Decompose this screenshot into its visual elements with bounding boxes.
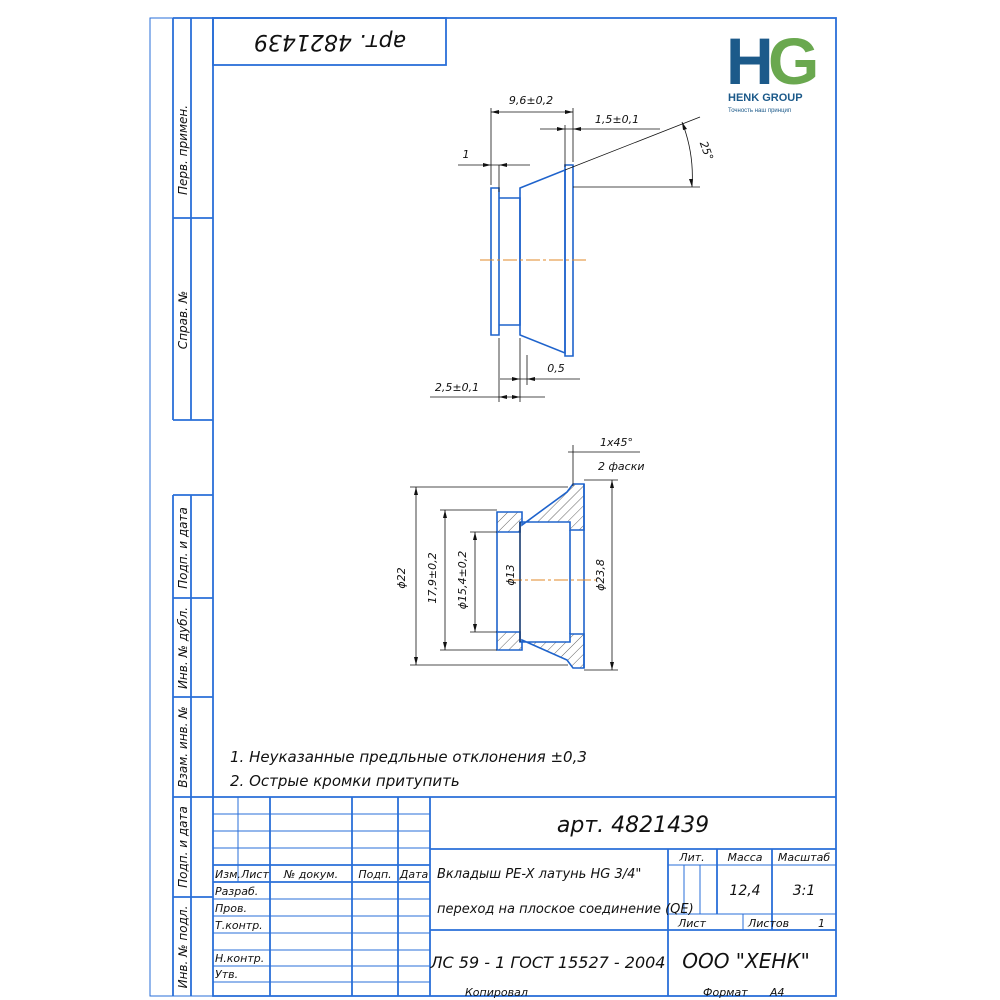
- masshtab-label: Масштаб: [778, 851, 830, 864]
- label-vzam-inv: Взам. инв. №: [176, 706, 190, 787]
- dim-d23-8: ϕ23,8: [594, 559, 607, 591]
- technical-notes: 1. Неуказанные предльные отклонения ±0,3…: [230, 748, 587, 790]
- logo-tagline: Точность наш принцип: [728, 108, 791, 114]
- dim-flange-thickness: 1,5±0,1: [595, 113, 639, 126]
- title-block: Изм. Лист № докум. Подп. Дата Разраб. Пр…: [213, 796, 836, 996]
- massa-value: 12,4: [729, 883, 760, 899]
- row-utv: Утв.: [215, 968, 238, 981]
- chamfer-count: 2 фаски: [598, 460, 644, 473]
- side-labels: Перв. примен. Справ. № Подп. и дата Инв.…: [176, 105, 190, 988]
- section-upper-wall: [496, 483, 585, 533]
- logo-letter-g: G: [768, 24, 819, 98]
- listov-label: Листов: [747, 917, 789, 930]
- col-izm: Изм.: [215, 868, 241, 881]
- label-inv-dubl: Инв. № дубл.: [176, 607, 190, 689]
- logo-company-name: HENK GROUP: [728, 92, 803, 104]
- footer-format-value: A4: [769, 986, 785, 999]
- dim-d22: ϕ22: [395, 567, 408, 588]
- label-sprav-no: Справ. №: [176, 291, 190, 349]
- label-podp-data-bottom: Подп. и дата: [176, 806, 190, 888]
- logo-letter-h: H: [726, 24, 774, 98]
- dim-d15-4: ϕ15,4±0,2: [456, 551, 469, 609]
- company-logo: H G HENK GROUP Точность наш принцип: [726, 24, 819, 114]
- massa-label: Масса: [727, 851, 762, 864]
- label-inv-podl: Инв. № подл.: [176, 906, 190, 989]
- sheet-frame: [149, 17, 837, 997]
- dim-step: 0,5: [547, 362, 565, 375]
- row-nkontr: Н.контр.: [215, 952, 264, 965]
- dim-d13: ϕ13: [504, 564, 517, 585]
- row-tkontr: Т.контр.: [215, 919, 263, 932]
- list-label: Лист: [677, 917, 706, 930]
- top-view: 9,6±0,2 1,5±0,1 1 25° 2,5±0,1 0,5: [430, 94, 716, 402]
- article-title: арт. 4821439: [557, 813, 709, 838]
- dim-flange-1: 1: [463, 148, 470, 161]
- article-rotated-text: арт. 4821439: [254, 29, 406, 54]
- footer-kopiroval: Копировал: [465, 986, 528, 999]
- organization: ООО "ХЕНК": [682, 949, 810, 973]
- article-box-rotated: арт. 4821439: [212, 17, 447, 66]
- top-view-neck: [499, 197, 521, 326]
- top-view-flange-right: [564, 164, 574, 357]
- listov-value: 1: [818, 917, 825, 930]
- row-prov: Пров.: [215, 902, 247, 915]
- masshtab-value: 3:1: [793, 883, 816, 899]
- section-view: 1х45° 2 фаски ϕ22 17,9±0,2 ϕ15,4±0,2 ϕ13…: [395, 436, 644, 671]
- note-1: 1. Неуказанные предльные отклонения ±0,3: [230, 748, 587, 766]
- footer-format: Формат: [703, 986, 748, 999]
- col-data: Дата: [399, 868, 429, 881]
- chamfer-size: 1х45°: [600, 436, 633, 449]
- dim-overall-length: 9,6±0,2: [509, 94, 553, 107]
- section-lower-wall: [496, 631, 585, 669]
- dim-neck-length: 2,5±0,1: [435, 381, 479, 394]
- top-view-flange-left: [490, 187, 500, 336]
- lit-label: Лит.: [678, 851, 704, 864]
- col-podp: Подп.: [358, 868, 391, 881]
- material: ЛС 59 - 1 ГОСТ 15527 - 2004: [430, 953, 666, 972]
- note-2: 2. Острые кромки притупить: [230, 772, 460, 790]
- sheet-footer: Копировал Формат A4: [465, 986, 785, 999]
- col-doc: № докум.: [283, 868, 338, 881]
- product-name-line1: Вкладыш PE-X латунь HG 3/4": [437, 867, 641, 882]
- top-view-cone: [519, 168, 566, 355]
- row-razrab: Разраб.: [215, 885, 258, 898]
- dim-cone-angle: 25°: [697, 139, 716, 162]
- col-list: Лист: [240, 868, 269, 881]
- label-perv-primen: Перв. примен.: [176, 105, 190, 195]
- label-podp-data-top: Подп. и дата: [176, 507, 190, 589]
- dim-17-9: 17,9±0,2: [426, 552, 439, 603]
- product-name-line2: переход на плоское соединение (QE): [437, 902, 694, 917]
